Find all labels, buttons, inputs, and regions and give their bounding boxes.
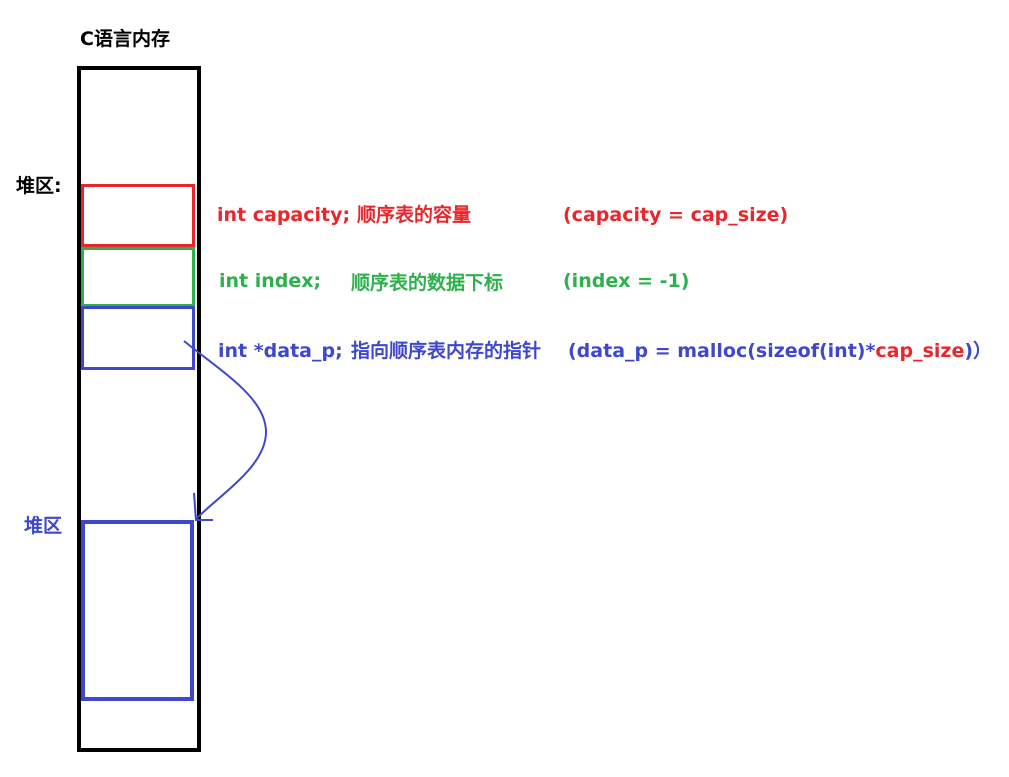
data-p-assign-suffix: )） (964, 340, 993, 362)
index-code: int index; (219, 270, 322, 292)
data-p-assign: (data_p = malloc(sizeof(int)*cap_size)） (568, 342, 992, 361)
index-desc: 顺序表的数据下标 (351, 272, 504, 294)
heap-block (81, 520, 194, 701)
data-p-row: int *data_p; 指向顺序表内存的指针 (data_p = malloc… (218, 340, 992, 362)
capacity-desc: 顺序表的容量 (357, 204, 472, 226)
capacity-code: int capacity; (217, 204, 351, 226)
capacity-assign: (capacity = cap_size) (563, 204, 789, 226)
index-assign: (index = -1) (563, 270, 690, 292)
data-p-desc: 指向顺序表内存的指针 (351, 340, 542, 362)
heap-label-top: 堆区: (16, 175, 62, 197)
capacity-cell (81, 184, 195, 247)
data-p-code: int *data_p; (218, 340, 343, 362)
data-p-assign-var: cap_size (875, 340, 965, 362)
heap-label-bottom: 堆区 (24, 515, 63, 537)
index-row: int index; 顺序表的数据下标 (index = -1) (219, 270, 689, 293)
diagram-title: C语言内存 (80, 28, 170, 50)
data-p-cell (81, 306, 195, 370)
capacity-row: int capacity; 顺序表的容量 (capacity = cap_siz… (217, 204, 788, 226)
index-cell (81, 247, 195, 307)
data-p-assign-prefix: (data_p = malloc(sizeof(int)* (568, 340, 876, 362)
